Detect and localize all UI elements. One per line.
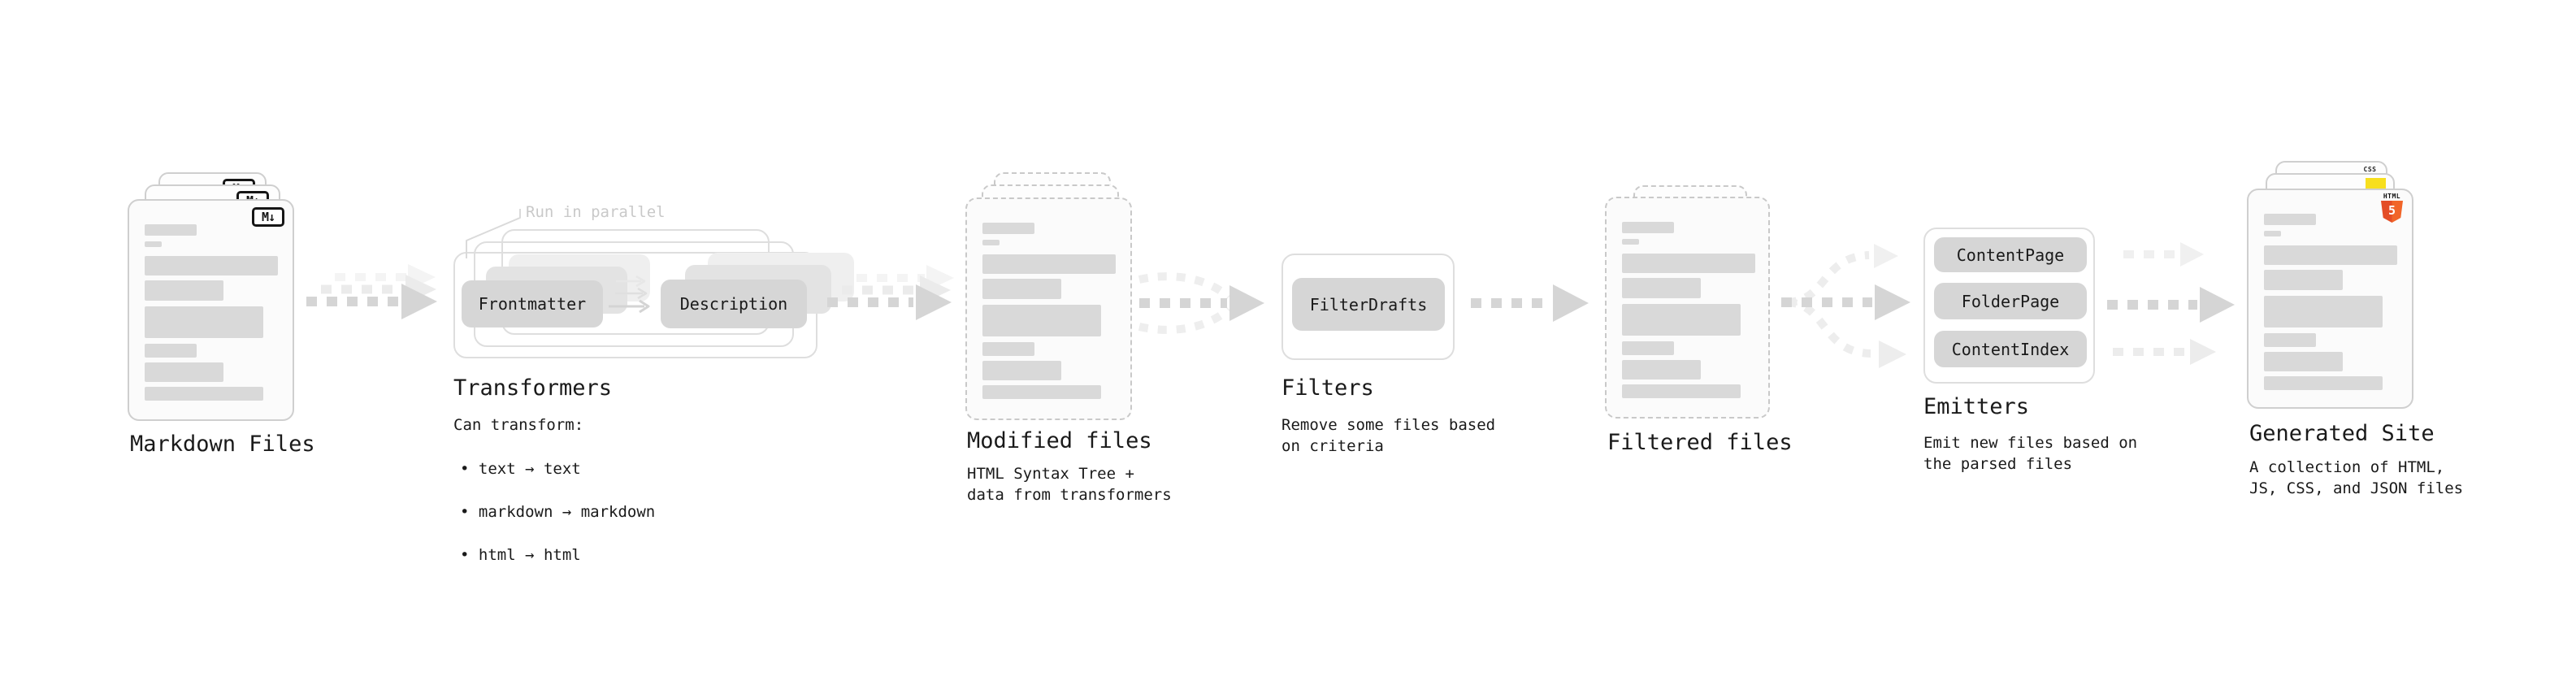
skeleton-bar [982,385,1101,399]
skeleton-bar [982,240,1000,245]
skeleton-bar [2264,245,2397,265]
skeleton-bar [1622,278,1701,298]
emitter-button-folderpage: FolderPage [1934,283,2087,319]
html5-icon: HTML 5 [2381,193,2403,223]
skeleton-bar [982,223,1034,234]
skeleton-bar [2264,352,2343,371]
file-card-front: M↓ [128,199,294,421]
bullet-item: • markdown → markdown [460,503,656,521]
file-card-front [965,197,1132,420]
skeleton-bar [2264,296,2383,327]
node-label-modified-files: Modified files [967,428,1152,453]
node-label-transformers: Transformers [453,375,613,401]
skeleton-bar [1622,254,1755,273]
skeleton-bar [1622,384,1741,398]
file-skeleton [967,199,1130,419]
arrow-filtered-to-emitters [1781,244,1910,368]
bullet-item: • text → text [460,460,581,478]
skeleton-bar [1622,222,1674,233]
skeleton-bar [982,254,1116,274]
css3-icon-label: CSS [2363,166,2377,173]
arrow-filters-to-filtered [1471,284,1589,322]
file-card-front: HTML 5 [2247,189,2413,409]
bullet-item: • html → html [460,546,581,564]
skeleton-bar [2264,270,2343,290]
html5-icon-shield: 5 [2381,201,2403,223]
transformer-step-frontmatter: Frontmatter [462,280,603,327]
skeleton-bar [2264,214,2316,225]
node-label-filtered-files: Filtered files [1607,430,1793,455]
skeleton-bar [145,241,162,247]
file-skeleton [129,201,293,419]
node-label-markdown-files: Markdown Files [130,432,315,457]
run-in-parallel-label: Run in parallel [526,203,666,221]
skeleton-bar [145,362,223,382]
skeleton-bar [145,306,263,338]
arrow-emitters-to-generated [2107,242,2235,365]
file-skeleton [2249,190,2412,407]
transformer-step-description: Description [661,280,807,328]
filters-box [1281,254,1455,360]
node-description: Can transform: [453,416,584,434]
file-card-front [1605,197,1770,419]
emitters-box [1923,228,2095,384]
filter-drafts-button: FilterDrafts [1292,278,1445,331]
skeleton-bar [145,224,197,236]
transform-bullet-list: • text → text • markdown → markdown • ht… [460,437,655,588]
arrow-modified-to-filters [1138,272,1264,334]
skeleton-bar [145,387,263,401]
skeleton-bar [2264,376,2383,390]
skeleton-bar [145,280,223,301]
skeleton-bar [982,361,1061,380]
node-description: HTML Syntax Tree + data from transformer… [967,465,1172,504]
node-description: Remove some files based on criteria [1281,416,1496,455]
skeleton-bar [2264,333,2316,347]
node-label-filters: Filters [1281,375,1374,401]
node-description: A collection of HTML, JS, CSS, and JSON … [2249,458,2464,497]
skeleton-bar [1622,304,1741,336]
skeleton-bar [145,256,278,275]
file-skeleton [1607,198,1768,417]
node-label-generated-site: Generated Site [2249,421,2435,446]
skeleton-bar [982,342,1034,356]
emitter-button-contentpage: ContentPage [1934,237,2087,272]
markdown-icon: M↓ [252,207,284,227]
arrow-markdown-to-transformers [306,264,437,319]
html5-icon-title: HTML [2383,193,2401,200]
emitter-button-contentindex: ContentIndex [1934,331,2087,367]
node-label-emitters: Emitters [1923,394,2030,419]
skeleton-bar [145,344,197,358]
skeleton-bar [982,305,1101,336]
skeleton-bar [1622,360,1701,380]
js-icon [2366,178,2386,189]
node-description: Emit new files based on the parsed files [1923,434,2138,473]
skeleton-bar [1622,341,1674,355]
skeleton-bar [2264,231,2281,236]
skeleton-bar [1622,239,1639,245]
skeleton-bar [982,279,1061,299]
